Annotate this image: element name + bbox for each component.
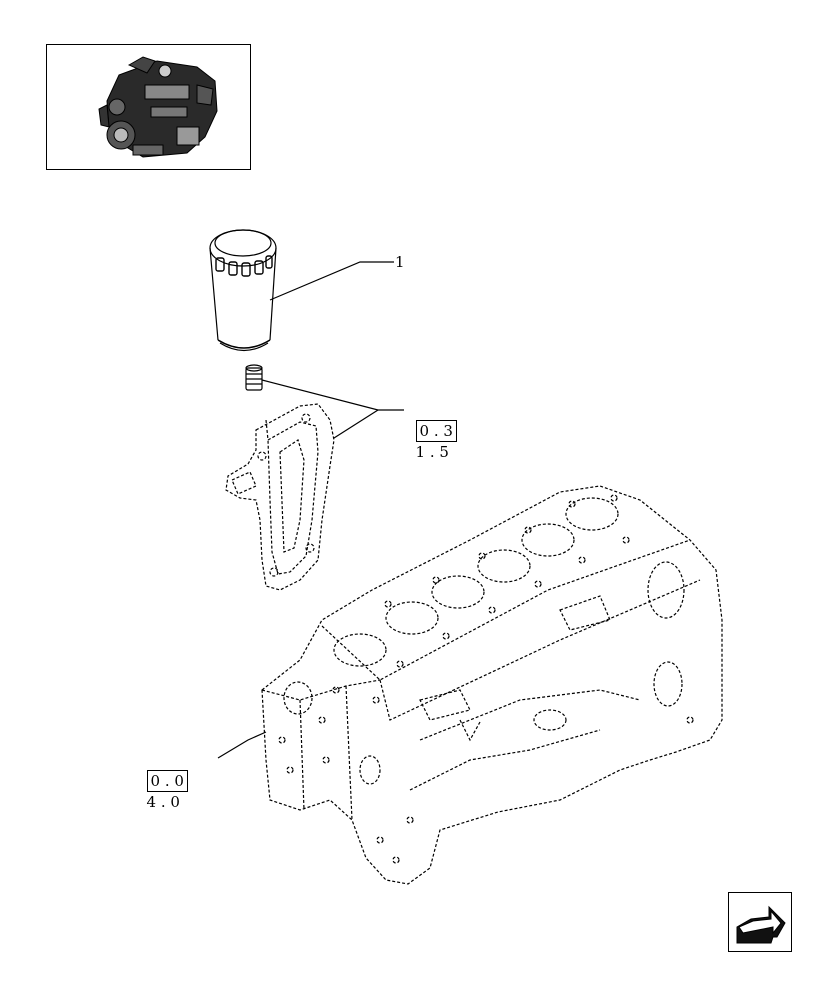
- callout-ref-a[interactable]: 0 . 3 1 . 5: [406, 400, 457, 462]
- threaded-nipple: [245, 364, 263, 391]
- callout-item-1: 1: [395, 253, 405, 271]
- previous-page-button[interactable]: [728, 892, 792, 952]
- callout-ref-a-boxed[interactable]: 0 . 3: [415, 420, 457, 442]
- leader-line-ref-b: [217, 731, 267, 759]
- callout-ref-a-rest: 1 . 5: [415, 443, 449, 461]
- callout-ref-b-boxed[interactable]: 0 . 0: [146, 770, 188, 792]
- engine-block: [261, 485, 723, 885]
- engine-thumbnail: [46, 44, 251, 170]
- filter-support-bracket: [225, 403, 335, 591]
- leader-line-item-1: [269, 261, 394, 301]
- leader-line-ref-a-2: [333, 409, 379, 439]
- callout-ref-b[interactable]: 0 . 0 4 . 0: [137, 750, 188, 812]
- leader-line-ref-a-1: [261, 379, 404, 411]
- previous-page-arrow-icon: [736, 905, 786, 944]
- callout-ref-b-rest: 4 . 0: [146, 793, 180, 811]
- engine-thumbnail-icon: [98, 56, 218, 158]
- oil-filter-cartridge: [209, 229, 277, 352]
